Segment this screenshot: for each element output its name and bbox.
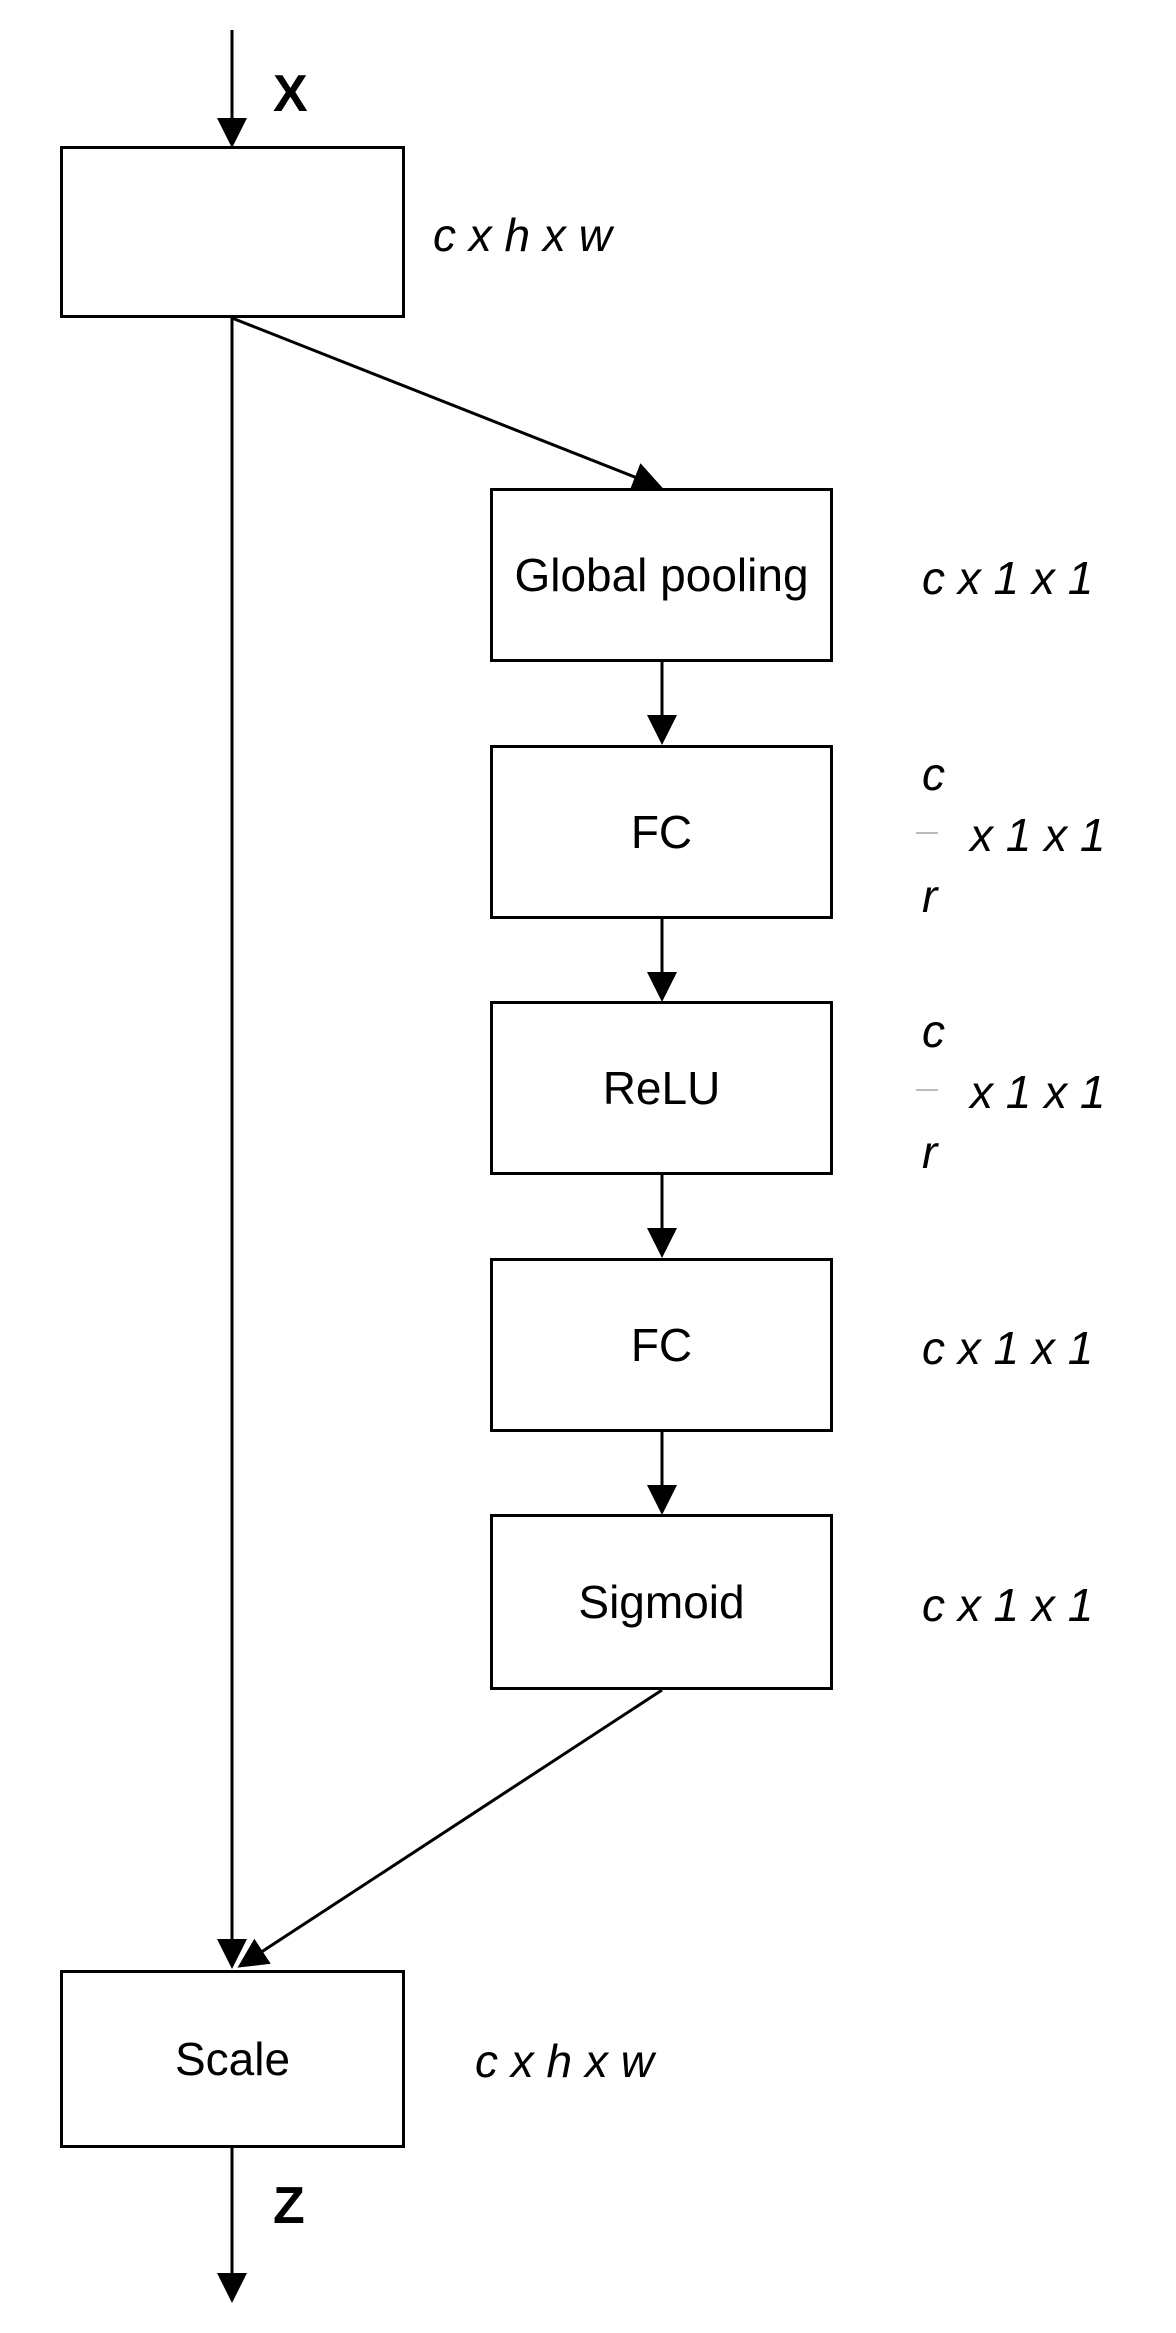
fc1-dim-fraction-bar: [916, 832, 938, 834]
relu-dim-rest: x 1 x 1: [970, 1066, 1106, 1118]
sigmoid-box: Sigmoid: [490, 1514, 833, 1690]
scale-label: Scale: [174, 2033, 291, 2085]
fc2-box: FC: [490, 1258, 833, 1432]
fc1-box: FC: [490, 745, 833, 919]
scale-dim-label: c x h x w: [475, 2035, 654, 2087]
fc1-dim-rest: x 1 x 1: [970, 809, 1106, 861]
fc2-label: FC: [630, 1319, 693, 1371]
fc1-label: FC: [630, 806, 693, 858]
global-pooling-box: Global pooling: [490, 488, 833, 662]
branch-arrow: [231, 316, 663, 492]
output-label: Z: [273, 2177, 305, 2235]
input-box: [60, 146, 405, 318]
relu-label: ReLU: [602, 1062, 721, 1114]
relu-box: ReLU: [490, 1001, 833, 1175]
sigmoid-dim-label: c x 1 x 1: [922, 1579, 1094, 1631]
sigmoid-label: Sigmoid: [578, 1576, 745, 1628]
fc1-dim-numerator: c: [922, 748, 945, 800]
relu-dim-denominator: r: [922, 1126, 938, 1178]
input-dim-label: c x h x w: [433, 209, 612, 261]
input-label: X: [273, 65, 308, 123]
fc2-dim-label: c x 1 x 1: [922, 1322, 1094, 1374]
fc1-dim-denominator: r: [922, 870, 938, 922]
global-pooling-dim-label: c x 1 x 1: [922, 552, 1094, 604]
relu-dim-fraction-bar: [916, 1089, 938, 1091]
relu-dim-numerator: c: [922, 1005, 945, 1057]
global-pooling-label: Global pooling: [514, 549, 809, 601]
scale-box: Scale: [60, 1970, 405, 2148]
sigmoid-to-scale-arrow: [237, 1688, 663, 1968]
